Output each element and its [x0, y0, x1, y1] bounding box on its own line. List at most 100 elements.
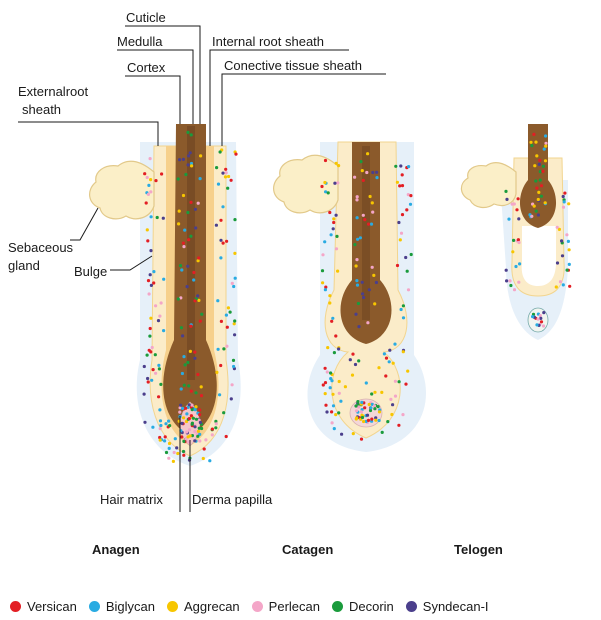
proteoglycan-dot [331, 421, 334, 424]
proteoglycan-dot [187, 435, 190, 438]
proteoglycan-dot [534, 141, 537, 144]
proteoglycan-dot [230, 397, 233, 400]
proteoglycan-dot [562, 283, 565, 286]
proteoglycan-dot [164, 435, 167, 438]
proteoglycan-dot [398, 184, 401, 187]
proteoglycan-dot [324, 159, 327, 162]
medulla-label: Medulla [117, 34, 163, 49]
proteoglycan-dot [224, 175, 227, 178]
proteoglycan-dot [233, 319, 236, 322]
proteoglycan-dot [326, 346, 329, 349]
proteoglycan-dot [374, 419, 377, 422]
proteoglycan-dot [378, 419, 381, 422]
proteoglycan-dot [211, 433, 214, 436]
proteoglycan-dot [146, 377, 149, 380]
proteoglycan-dot [407, 288, 410, 291]
proteoglycan-dot [367, 223, 370, 226]
proteoglycan-dot [233, 218, 236, 221]
proteoglycan-dot [321, 269, 324, 272]
proteoglycan-dot [505, 198, 508, 201]
proteoglycan-dot [234, 277, 237, 280]
proteoglycan-dot [146, 176, 149, 179]
proteoglycan-dot [190, 164, 193, 167]
proteoglycan-dot [362, 296, 365, 299]
proteoglycan-dot [336, 181, 339, 184]
proteoglycan-dot [542, 165, 545, 168]
syndecan-dot-icon [406, 601, 417, 612]
proteoglycan-dot [354, 404, 357, 407]
proteoglycan-dot [187, 154, 190, 157]
proteoglycan-dot [351, 374, 354, 377]
proteoglycan-dot [222, 347, 225, 350]
proteoglycan-dot [152, 281, 155, 284]
proteoglycan-dot [381, 431, 384, 434]
proteoglycan-dot [378, 410, 381, 413]
proteoglycan-dot [226, 187, 229, 190]
proteoglycan-dot [371, 201, 374, 204]
proteoglycan-dot [208, 459, 211, 462]
proteoglycan-dot [511, 203, 514, 206]
proteoglycan-dot [375, 281, 378, 284]
anagen-sebaceous-gland [90, 161, 154, 219]
proteoglycan-dot [186, 265, 189, 268]
proteoglycan-dot [324, 367, 327, 370]
proteoglycan-dot [332, 221, 335, 224]
proteoglycan-dot [339, 400, 342, 403]
proteoglycan-dot [182, 245, 185, 248]
proteoglycan-dot [368, 403, 371, 406]
proteoglycan-dot [401, 213, 404, 216]
proteoglycan-dot [159, 419, 162, 422]
proteoglycan-dot [356, 238, 359, 241]
proteoglycan-dot [356, 284, 359, 287]
proteoglycan-dot [355, 198, 358, 201]
proteoglycan-dot [399, 164, 402, 167]
proteoglycan-dot [215, 422, 218, 425]
proteoglycan-dot [332, 217, 335, 220]
proteoglycan-dot [154, 304, 157, 307]
proteoglycan-dot [539, 317, 542, 320]
proteoglycan-dot [365, 381, 368, 384]
proteoglycan-dot [377, 405, 380, 408]
proteoglycan-dot [222, 411, 225, 414]
cortex-label: Cortex [127, 60, 166, 75]
derma-papilla-label: Derma papilla [192, 492, 273, 507]
proteoglycan-dot [160, 301, 163, 304]
proteoglycan-dot [330, 410, 333, 413]
proteoglycan-dot [159, 383, 162, 386]
proteoglycan-dot [328, 211, 331, 214]
biglycan-dot-icon [89, 601, 100, 612]
proteoglycan-dot [373, 404, 376, 407]
bulge-label: Bulge [74, 264, 107, 279]
proteoglycan-dot [537, 213, 540, 216]
proteoglycan-dot [180, 268, 183, 271]
proteoglycan-dot [332, 404, 335, 407]
proteoglycan-dot [354, 363, 357, 366]
proteoglycan-dot [386, 420, 389, 423]
proteoglycan-dot [508, 279, 511, 282]
proteoglycan-dot [227, 175, 230, 178]
proteoglycan-dot [561, 254, 564, 257]
proteoglycan-dot [377, 366, 380, 369]
proteoglycan-dot [338, 392, 341, 395]
proteoglycan-dot [540, 195, 543, 198]
proteoglycan-dot [406, 370, 409, 373]
proteoglycan-dot [219, 364, 222, 367]
proteoglycan-dot [363, 218, 366, 221]
proteoglycan-dot [172, 460, 175, 463]
proteoglycan-dot [356, 216, 359, 219]
proteoglycan-dot [393, 343, 396, 346]
proteoglycan-dot [219, 219, 222, 222]
proteoglycan-dot [165, 451, 168, 454]
proteoglycan-dot [182, 242, 185, 245]
proteoglycan-dot [326, 370, 329, 373]
proteoglycan-dot [388, 360, 391, 363]
proteoglycan-dot [375, 171, 378, 174]
proteoglycan-dot [563, 200, 566, 203]
proteoglycan-dot [149, 327, 152, 330]
proteoglycan-dot [357, 302, 360, 305]
proteoglycan-dot [217, 183, 220, 186]
proteoglycan-dot [355, 279, 358, 282]
proteoglycan-dot [162, 278, 165, 281]
proteoglycan-dot [192, 278, 195, 281]
proteoglycan-dot [396, 181, 399, 184]
